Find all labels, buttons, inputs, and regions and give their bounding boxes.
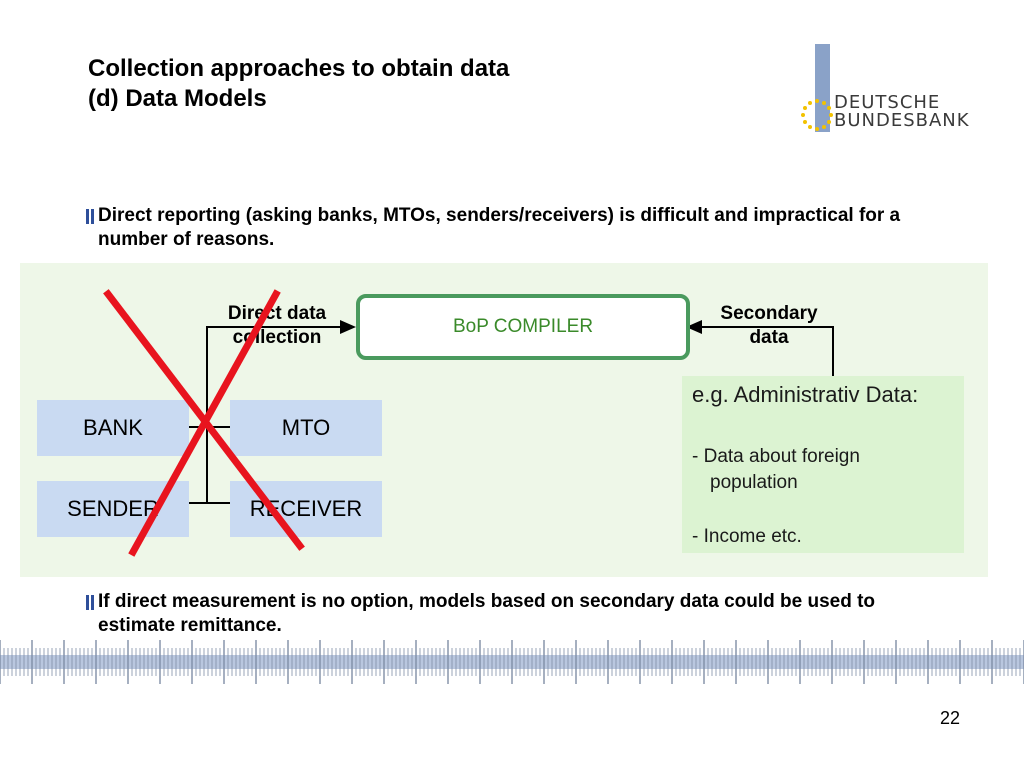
connector-bank — [189, 426, 207, 428]
logo-text: DEUTSCHE BUNDESBANK — [834, 94, 970, 130]
admin-item-foreign-population: - Data about foreign population — [692, 444, 860, 496]
arrow-secondary-to-compiler-icon — [686, 320, 702, 334]
connector-secondary-vertical — [832, 326, 834, 376]
arrow-to-compiler-icon — [340, 320, 356, 334]
label-secondary-data: Secondary data — [694, 302, 844, 350]
bundesbank-logo: DEUTSCHE BUNDESBANK — [800, 44, 980, 134]
bullet-text: Direct reporting (asking banks, MTOs, se… — [98, 205, 901, 250]
bop-compiler-box: BoP COMPILER — [356, 294, 690, 360]
connector-vertical-trunk — [206, 326, 208, 502]
admin-item-income: - Income etc. — [692, 526, 802, 547]
connector-mto — [207, 426, 230, 428]
label-direct-line1: Direct data — [227, 303, 327, 324]
slide-title-line1: Collection approaches to obtain data — [88, 55, 510, 82]
logo-bar — [815, 44, 830, 132]
bullet-marker-icon: ❚ — [86, 595, 94, 610]
connector-sender — [189, 502, 207, 504]
entity-receiver: RECEIVER — [230, 481, 382, 537]
bullet-marker-icon: ❚ — [86, 209, 94, 224]
label-secondary-line1: Secondary — [720, 303, 818, 324]
label-direct-line2: collection — [232, 327, 322, 348]
logo-line2: BUNDESBANK — [834, 110, 970, 131]
slide-title: Collection approaches to obtain data (d)… — [88, 54, 509, 114]
slide-title-line2: (d) Data Models — [88, 85, 267, 112]
bullet-text: If direct measurement is no option, mode… — [98, 591, 876, 636]
entity-mto: MTO — [230, 400, 382, 456]
connector-receiver — [207, 502, 230, 504]
administrative-data-box: e.g. Administrativ Data: - Data about fo… — [682, 376, 964, 553]
admin-item1-line2: population — [710, 472, 798, 493]
admin-data-title: e.g. Administrativ Data: — [692, 382, 919, 407]
label-secondary-line2: data — [749, 327, 789, 348]
admin-item1-line1: - Data about foreign — [692, 446, 860, 467]
bullet-direct-reporting: ❚ Direct reporting (asking banks, MTOs, … — [86, 204, 946, 252]
connector-secondary-horizontal — [700, 326, 834, 328]
entity-bank: BANK — [37, 400, 189, 456]
decorative-ruler-band — [0, 640, 1024, 684]
entity-sender: SENDER — [37, 481, 189, 537]
logo-stars-icon — [801, 99, 833, 131]
label-direct-data-collection: Direct data collection — [200, 302, 354, 350]
page-number: 22 — [940, 708, 961, 728]
bullet-secondary-models: ❚ If direct measurement is no option, mo… — [86, 590, 946, 638]
logo-line1: DEUTSCHE — [834, 92, 941, 113]
